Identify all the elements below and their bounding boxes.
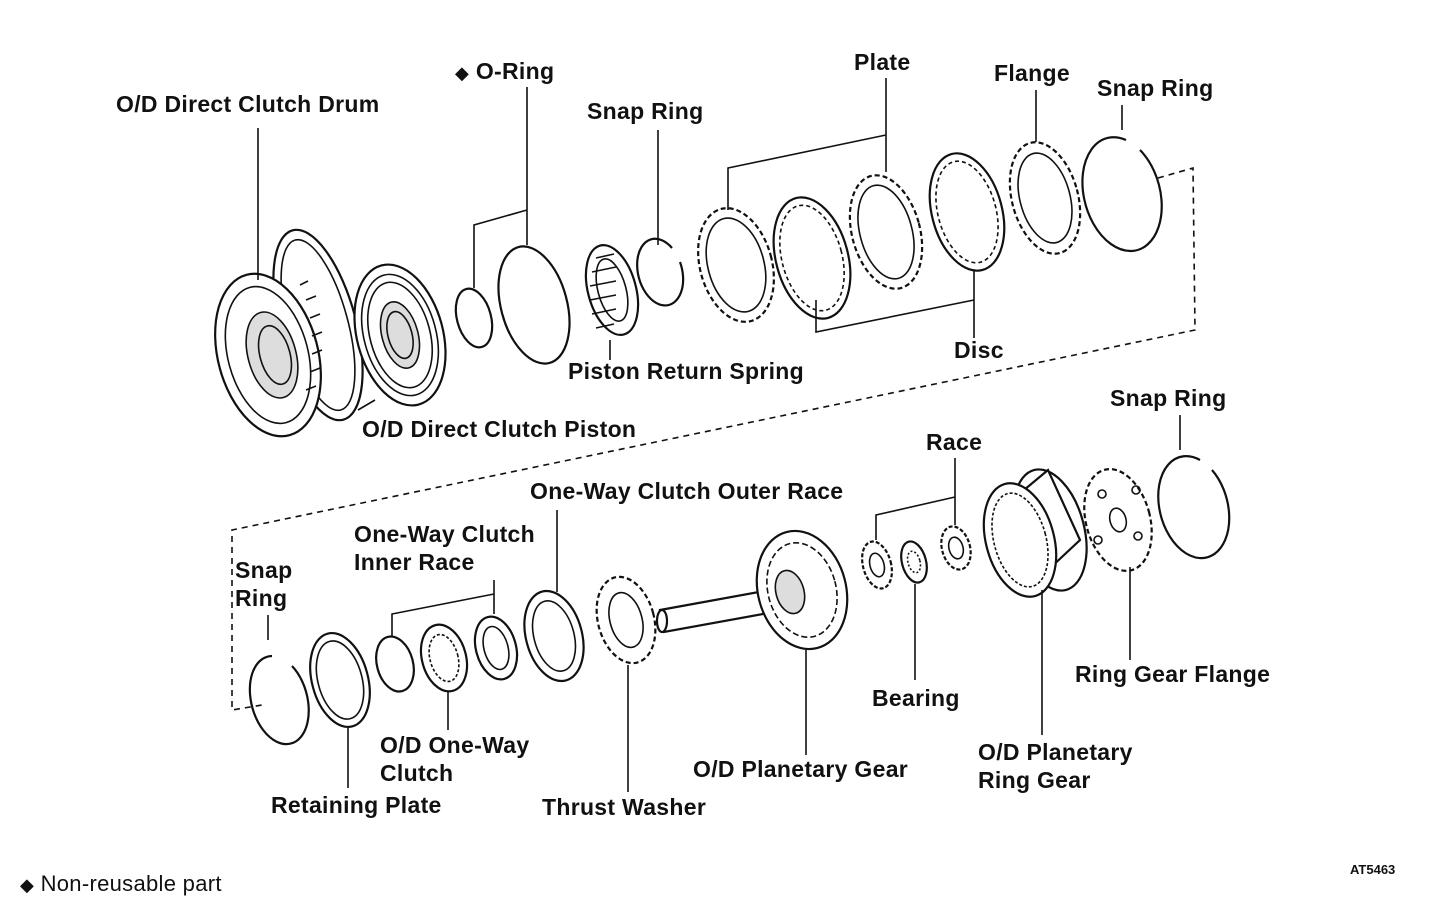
od-one-way-clutch-part xyxy=(419,623,469,693)
label-snap-ring-top-right: Snap Ring xyxy=(1097,75,1214,101)
label-snap-ring-left-line-1: Snap xyxy=(235,557,293,583)
label-one-way-clutch-outer-race: One-Way Clutch Outer Race xyxy=(530,478,844,504)
od-direct-clutch-piston-part xyxy=(353,263,447,407)
label-od-planetary-gear: O/D Planetary Gear xyxy=(693,756,909,782)
clutch-plate-2-part xyxy=(848,174,924,290)
label-od-one-way-clutch: O/D One-Way Clutch xyxy=(380,731,529,787)
flange-part xyxy=(1008,141,1082,255)
o-ring-large-part xyxy=(497,245,571,365)
snap-ring-small-part xyxy=(636,237,685,307)
race-part-1 xyxy=(861,540,893,590)
non-reusable-diamond-icon: ◆ xyxy=(455,63,470,84)
row-connector-dashed-line xyxy=(231,166,1196,711)
label-ring-gear-flange: Ring Gear Flange xyxy=(1075,661,1271,687)
snap-ring-bottom-right-part xyxy=(1157,455,1231,560)
label-snap-ring-left: Snap Ring xyxy=(235,556,292,612)
label-od-direct-clutch-piston: O/D Direct Clutch Piston xyxy=(362,416,637,442)
label-bearing: Bearing xyxy=(872,685,960,711)
label-flange: Flange xyxy=(994,60,1070,86)
clutch-plate-1-part xyxy=(697,207,775,323)
thrust-washer-part xyxy=(595,575,657,665)
figure-code: AT5463 xyxy=(1350,862,1396,877)
label-od-planetary-ring-gear: O/D Planetary Ring Gear xyxy=(978,738,1133,794)
ring-gear-flange-part xyxy=(1083,467,1153,573)
leader-lines xyxy=(257,78,1181,792)
snap-ring-top-right-part xyxy=(1081,136,1163,253)
race-part-2 xyxy=(940,525,972,571)
label-one-way-clutch-inner-race-line-1: One-Way Clutch xyxy=(354,521,535,547)
label-od-direct-clutch-drum: O/D Direct Clutch Drum xyxy=(116,91,380,117)
bearing-part xyxy=(900,540,928,584)
label-o-ring-text: O-Ring xyxy=(475,58,555,84)
one-way-clutch-inner-race-part xyxy=(473,615,519,681)
label-snap-ring-top: Snap Ring xyxy=(587,98,704,124)
label-od-planetary-ring-gear-line-2: Ring Gear xyxy=(978,767,1091,793)
label-retaining-plate: Retaining Plate xyxy=(271,792,442,818)
legend: ◆ Non-reusable part xyxy=(20,870,222,900)
legend-text: Non-reusable part xyxy=(40,871,222,896)
piston-return-spring-part xyxy=(584,244,640,336)
od-direct-clutch-drum-part xyxy=(214,228,364,438)
label-one-way-clutch-inner-race: One-Way Clutch Inner Race xyxy=(354,520,535,576)
snap-ring-bottom-left-part xyxy=(248,654,310,746)
label-one-way-clutch-inner-race-line-2: Inner Race xyxy=(354,549,475,575)
label-od-one-way-clutch-line-2: Clutch xyxy=(380,760,454,786)
label-snap-ring-left-line-2: Ring xyxy=(235,585,288,611)
label-plate: Plate xyxy=(854,49,911,75)
one-way-clutch-outer-race-part xyxy=(523,589,585,683)
clutch-disc-2-part xyxy=(928,152,1006,272)
label-race: Race xyxy=(926,429,983,455)
od-planetary-gear-part xyxy=(655,529,849,651)
label-thrust-washer: Thrust Washer xyxy=(542,794,707,820)
retaining-plate-part xyxy=(309,631,371,729)
clutch-disc-1-part xyxy=(772,196,852,320)
label-disc: Disc xyxy=(954,337,1004,363)
legend-diamond-icon: ◆ xyxy=(20,875,35,896)
od-planetary-ring-gear-part xyxy=(982,468,1088,598)
label-od-planetary-ring-gear-line-1: O/D Planetary xyxy=(978,739,1133,765)
label-snap-ring-right: Snap Ring xyxy=(1110,385,1227,411)
label-piston-return-spring: Piston Return Spring xyxy=(568,358,804,384)
o-ring-small-part xyxy=(454,287,494,349)
one-way-clutch-inner-race-ring-part xyxy=(375,635,415,693)
label-od-one-way-clutch-line-1: O/D One-Way xyxy=(380,732,530,758)
label-o-ring: ◆ O-Ring xyxy=(455,57,554,88)
